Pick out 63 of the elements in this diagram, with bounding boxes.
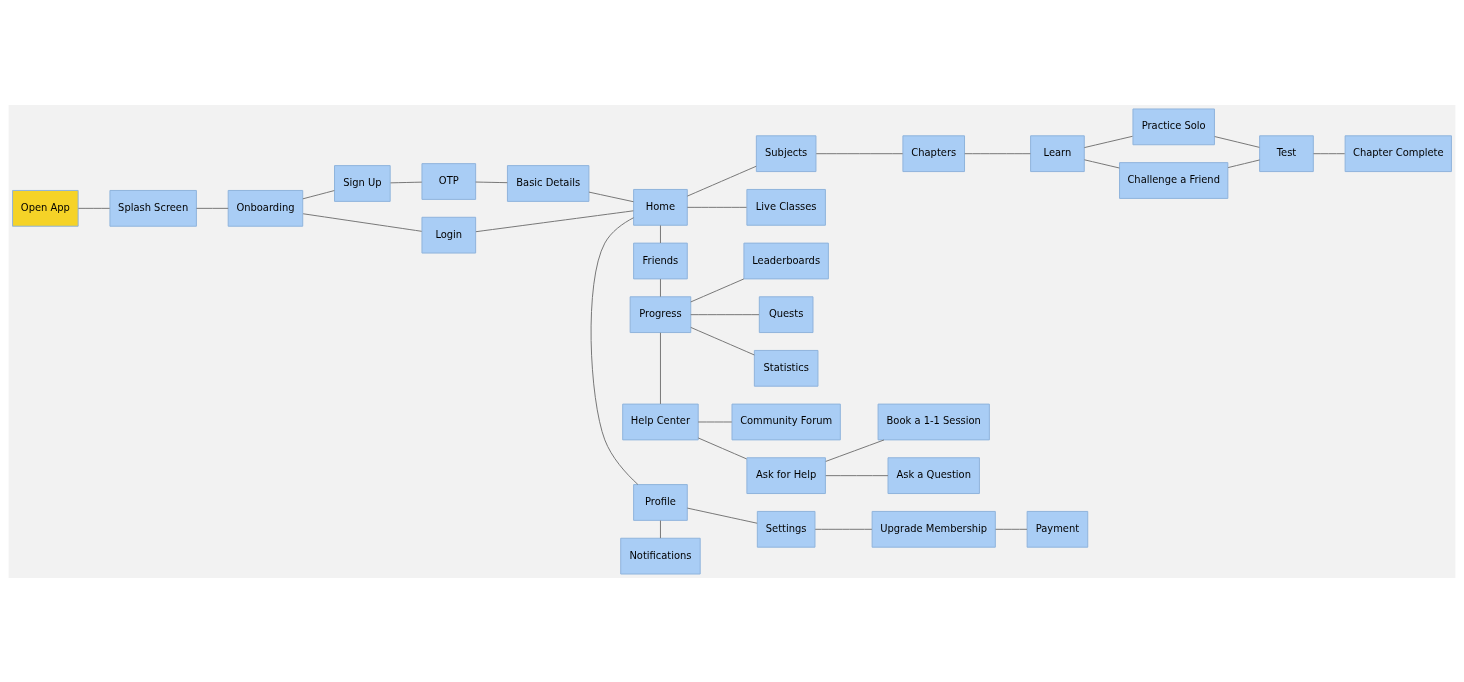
node-box: Onboarding xyxy=(227,189,304,227)
connector xyxy=(690,277,745,302)
node-box: Login xyxy=(421,216,477,254)
node-box: Sign Up xyxy=(334,164,391,202)
node-box: Subjects xyxy=(755,134,817,172)
node-box: Splash Screen xyxy=(109,189,197,227)
connector xyxy=(475,181,508,183)
connector xyxy=(196,207,229,209)
connector xyxy=(659,519,661,539)
node-box: Practice Solo xyxy=(1132,107,1215,145)
node-box: Leaderboards xyxy=(743,242,829,279)
connector xyxy=(588,191,634,202)
connector xyxy=(302,189,335,199)
connector xyxy=(1214,135,1260,148)
connector xyxy=(77,207,111,209)
connector xyxy=(690,326,755,355)
node-box: Ask a Question xyxy=(887,456,980,494)
node-box: Upgrade Membership xyxy=(871,510,996,548)
connector xyxy=(697,421,733,422)
connector xyxy=(1083,158,1120,168)
connector xyxy=(390,181,423,183)
node-box: Live Classes xyxy=(746,188,826,226)
connector xyxy=(995,528,1028,530)
connector xyxy=(475,209,634,232)
connector xyxy=(686,206,748,208)
connector xyxy=(815,152,904,154)
node-box: Settings xyxy=(756,510,816,548)
node-box: Open App xyxy=(12,189,79,227)
connector xyxy=(964,152,1031,154)
node-box: Learn xyxy=(1030,134,1085,172)
node-box: Basic Details xyxy=(506,164,590,202)
node-box: Home xyxy=(633,188,688,226)
node-box: Chapter Complete xyxy=(1344,134,1452,172)
connector xyxy=(1083,135,1134,148)
connector xyxy=(686,165,757,197)
node-box: Notifications xyxy=(620,537,701,575)
connector xyxy=(659,224,661,243)
connector xyxy=(302,212,423,232)
connector xyxy=(825,438,885,462)
connector xyxy=(659,331,661,404)
node-box: Community Forum xyxy=(731,403,841,440)
connector xyxy=(590,216,639,485)
node-box: Progress xyxy=(629,295,692,333)
node-box: Chapters xyxy=(902,134,966,172)
connector xyxy=(659,278,661,297)
node-box: Friends xyxy=(633,242,688,279)
node-box: Test xyxy=(1259,134,1314,172)
node-box: Ask for Help xyxy=(746,456,826,494)
node-box: Help Center xyxy=(622,403,699,440)
node-box: Quests xyxy=(758,295,814,333)
connector xyxy=(686,507,758,524)
connector xyxy=(697,436,748,459)
node-box: Book a 1-1 Session xyxy=(877,403,990,440)
connector xyxy=(1313,152,1346,154)
node-box: Challenge a Friend xyxy=(1119,161,1229,199)
node-box: Payment xyxy=(1026,510,1089,548)
connector xyxy=(814,528,873,530)
connector xyxy=(690,313,760,315)
connector xyxy=(1227,158,1261,168)
connector xyxy=(825,474,889,476)
node-box: Statistics xyxy=(753,349,819,387)
node-box: Profile xyxy=(633,483,688,521)
node-box: OTP xyxy=(421,162,477,200)
